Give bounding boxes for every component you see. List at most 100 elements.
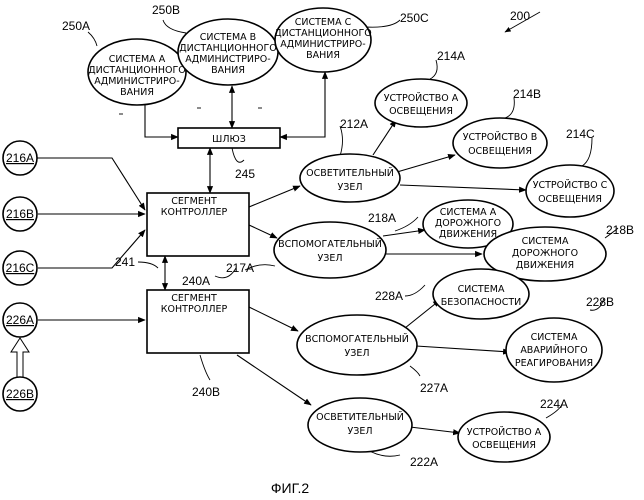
ref-245: 245: [235, 167, 255, 181]
segment-controller-a: СЕГМЕНТ КОНТРОЛЛЕР: [147, 193, 249, 256]
remote-system-250B: СИСТЕМА В ДИСТАНЦИОННОГО АДМИНИСТРИРО- В…: [178, 19, 278, 85]
node-222A: ОСВЕТИТЕЛЬНЫЙ УЗЕЛ: [308, 398, 412, 452]
ref-218B: 218B: [606, 223, 634, 237]
remote-system-label: ВАНИЯ: [211, 65, 245, 76]
input-226B: 226B: [3, 377, 37, 411]
device-label: РЕАГИРОВАНИЯ: [515, 358, 593, 369]
device-label: БЕЗОПАСНОСТИ: [441, 297, 522, 308]
device-214A: УСТРОЙСТВО А ОСВЕЩЕНИЯ: [375, 79, 467, 127]
input-label: 216A: [6, 151, 34, 165]
edge-216A: [38, 158, 145, 210]
remote-system-label: СИСТЕМА В: [200, 32, 256, 43]
ref-250B: 250B: [152, 3, 180, 17]
edge-212A-214A: [373, 120, 396, 155]
device-214C: УСТРОЙСТВО С ОСВЕЩЕНИЯ: [526, 165, 614, 217]
remote-system-label: ВАНИЯ: [120, 87, 154, 98]
device-label: СИСТЕМА: [531, 332, 578, 343]
edge-gateway-250C: [280, 72, 325, 137]
input-226A: 226A: [3, 303, 37, 337]
ref-214C: 214C: [566, 127, 595, 141]
device-label: ОСВЕЩЕНИЯ: [538, 194, 602, 205]
remote-system-label: АДМИНИСТРИРО-: [280, 39, 365, 50]
edge-217A-218A: [383, 230, 425, 236]
device-228B: СИСТЕМА АВАРИЙНОГО РЕАГИРОВАНИЯ: [506, 318, 602, 382]
connectors: [11, 72, 526, 433]
hollow-arrow-226B-226A: [11, 338, 29, 380]
remote-system-label: ДИСТАНЦИОННОГО: [274, 28, 372, 39]
ref-250A: 250A: [62, 19, 90, 33]
ref-228B: 228B: [586, 295, 614, 309]
gateway-label: ШЛЮЗ: [212, 134, 246, 145]
leader-250B: [163, 20, 186, 33]
input-label: 226B: [6, 387, 34, 401]
node-label: УЗЕЛ: [347, 426, 372, 437]
ref-212A: 212A: [340, 117, 368, 131]
input-label: 216C: [6, 261, 35, 275]
leader-228A: [405, 285, 425, 296]
device-214B: УСТРОЙСТВО В ОСВЕЩЕНИЯ: [453, 118, 547, 168]
input-216B: 216B: [3, 197, 37, 231]
device-label: ДОРОЖНОГО: [512, 248, 578, 259]
remote-system-250C: СИСТЕМА С ДИСТАНЦИОННОГО АДМИНИСТРИРО- В…: [274, 8, 372, 72]
device-label: УСТРОЙСТВО С: [533, 179, 608, 191]
node-label: УЗЕЛ: [317, 253, 342, 264]
edge-controller-b-222A: [237, 355, 311, 405]
edge-227A-228B: [416, 346, 510, 352]
ref-240A: 240A: [182, 274, 210, 288]
gateway-box: ШЛЮЗ: [178, 128, 280, 148]
ref-217A: 217A: [226, 261, 254, 275]
controller-label: СЕГМЕНТ: [171, 293, 217, 304]
node-label: ОСВЕТИТЕЛЬНЫЙ: [316, 411, 404, 423]
leader-214C: [582, 138, 592, 166]
ref-224A: 224A: [540, 397, 568, 411]
input-216C: 216C: [3, 251, 37, 285]
remote-system-250A: СИСТЕМА А ДИСТАНЦИОННОГО АДМИНИСТРИРО- В…: [88, 39, 186, 105]
leader-240B: [200, 355, 210, 380]
node-label: ВСПОМОГАТЕЛЬНЫЙ: [278, 238, 382, 250]
node-212A: ОСВЕТИТЕЛЬНЫЙ УЗЕЛ: [300, 154, 400, 202]
edge-212A-214C: [400, 185, 526, 190]
device-label: УСТРОЙСТВО А: [467, 426, 542, 438]
remote-system-label: СИСТЕМА С: [295, 17, 352, 28]
segment-controller-b: СЕГМЕНТ КОНТРОЛЛЕР: [147, 290, 249, 353]
device-label: СИСТЕМА: [522, 236, 569, 247]
device-label: УСТРОЙСТВО А: [384, 92, 459, 104]
device-label: ДВИЖЕНИЯ: [439, 229, 497, 240]
ref-214B: 214B: [513, 87, 541, 101]
remote-system-label: ДИСТАНЦИОННОГО: [179, 43, 277, 54]
remote-system-label: ВАНИЯ: [306, 50, 340, 61]
edge-212A-214B: [397, 155, 455, 172]
device-228A: СИСТЕМА БЕЗОПАСНОСТИ: [433, 269, 529, 319]
controller-label: СЕГМЕНТ: [171, 196, 217, 207]
leader-245: [232, 148, 244, 162]
device-label: ДВИЖЕНИЯ: [516, 260, 574, 271]
device-label: ОСВЕЩЕНИЯ: [389, 106, 453, 117]
device-label: ОСВЕЩЕНИЯ: [468, 146, 532, 157]
remote-system-label: СИСТЕМА А: [109, 54, 166, 65]
leader-214B: [505, 98, 514, 118]
controller-label: КОНТРОЛЛЕР: [161, 304, 228, 315]
device-label: СИСТЕМА А: [440, 207, 497, 218]
node-227A: ВСПОМОГАТЕЛЬНЫЙ УЗЕЛ: [297, 315, 417, 375]
input-label: 226A: [6, 313, 34, 327]
ref-241: 241: [115, 255, 135, 269]
leader-250A: [88, 32, 97, 46]
ref-250C: 250C: [400, 11, 429, 25]
ref-227A: 227A: [420, 381, 448, 395]
device-label: ОСВЕЩЕНИЯ: [472, 440, 536, 451]
remote-system-label: АДМИНИСТРИРО-: [94, 76, 179, 87]
node-label: УЗЕЛ: [344, 348, 369, 359]
input-label: 216B: [6, 207, 34, 221]
input-216A: 216A: [3, 141, 37, 175]
device-224A: УСТРОЙСТВО А ОСВЕЩЕНИЯ: [458, 412, 550, 462]
edge-222A-224A: [410, 427, 460, 433]
device-label: СИСТЕМА: [458, 284, 505, 295]
leader-227A: [410, 366, 420, 376]
edge-controller-a-212A: [249, 186, 300, 207]
remote-system-label: АДМИНИСТРИРО-: [185, 54, 270, 65]
ref-240B: 240B: [192, 385, 220, 399]
figure-caption: ФИГ.2: [271, 480, 309, 496]
ref-214A: 214A: [437, 49, 465, 63]
remote-system-label: ДИСТАНЦИОННОГО: [88, 65, 186, 76]
